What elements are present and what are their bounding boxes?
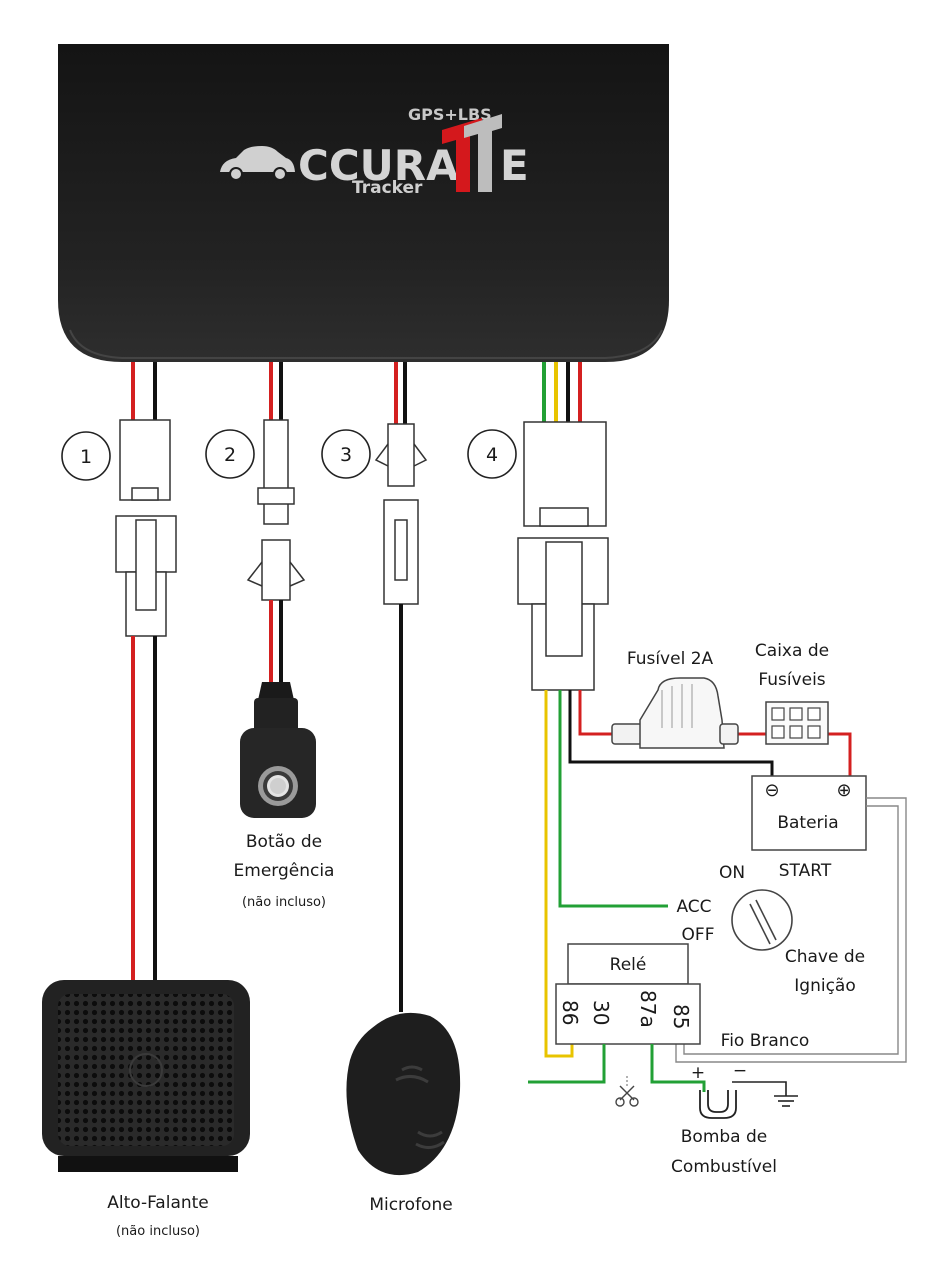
fuse [611,677,739,749]
tracker-device [58,44,669,362]
white-wire-label: Fio Branco [721,1031,810,1051]
fuel-pump [699,1081,798,1119]
badge-1-label: 1 [80,446,92,468]
brand-sub: Tracker [352,178,423,198]
connector-2 [246,362,306,684]
badge-2-label: 2 [224,444,236,466]
fusebox-label-2: Fusíveis [758,670,825,690]
microphone [346,1012,461,1176]
ignition-switch [731,889,793,951]
brand-name-left: CCURA [298,141,459,190]
speaker-label: Alto-Falante [107,1193,209,1213]
pump-plus: + [691,1063,705,1083]
ignition-acc: ACC [676,897,711,917]
green-wire-relay-87a [650,1044,706,1092]
green-wire [558,690,668,908]
ignition-off: OFF [682,925,715,945]
badge-4: 4 [467,429,517,479]
connector-3 [374,362,428,1012]
white-wire [675,797,907,1063]
microphone-label: Microfone [369,1195,452,1215]
relay-pin-87a: 87a [636,990,660,1028]
ignition-start: START [779,861,832,881]
badge-4-label: 4 [486,444,498,466]
relay-pin-30: 30 [589,1000,613,1025]
pump-label-2: Combustível [671,1157,777,1177]
black-wire [568,690,774,778]
pump-label-1: Bomba de [681,1127,768,1147]
connector-1 [115,362,177,980]
relay-pin-86: 86 [558,1000,582,1025]
brand-logo: GPS+LBS CCURA E Tracker [220,105,529,198]
scissors-icon [615,1076,639,1107]
ignition-label-1: Chave de [785,947,865,967]
badge-1: 1 [61,431,111,481]
battery [751,775,867,851]
speaker [42,980,250,1172]
relay [555,943,701,1045]
emergency-label-2: Emergência [234,861,335,881]
emergency-label-1: Botão de [246,832,322,852]
logo-t-grey [464,114,502,192]
logo-t-red [442,118,482,192]
red-wire [578,690,612,736]
green-wire-relay-30 [528,1044,606,1084]
ignition-on: ON [719,863,745,883]
badge-3: 3 [321,429,371,479]
battery-plus: ⊕ [836,780,851,801]
speaker-note: (não incluso) [116,1224,200,1239]
yellow-wire [544,690,574,1058]
badge-3-label: 3 [340,444,352,466]
relay-pin-85: 85 [669,1004,693,1029]
fuse-box [765,701,829,745]
ignition-label-2: Ignição [794,976,855,996]
brand-name-right: E [500,141,529,190]
badge-2: 2 [205,429,255,479]
emergency-note: (não incluso) [242,895,326,910]
connector-4 [517,362,609,691]
car-icon [220,146,295,181]
fusebox-label-1: Caixa de [755,641,829,661]
brand-top: GPS+LBS [408,105,492,124]
fuse-label: Fusível 2A [627,649,714,669]
emergency-button [240,682,316,818]
battery-minus: ⊖ [764,780,779,801]
pump-minus: − [733,1061,747,1081]
battery-label: Bateria [777,813,838,833]
relay-label: Relé [610,955,647,975]
